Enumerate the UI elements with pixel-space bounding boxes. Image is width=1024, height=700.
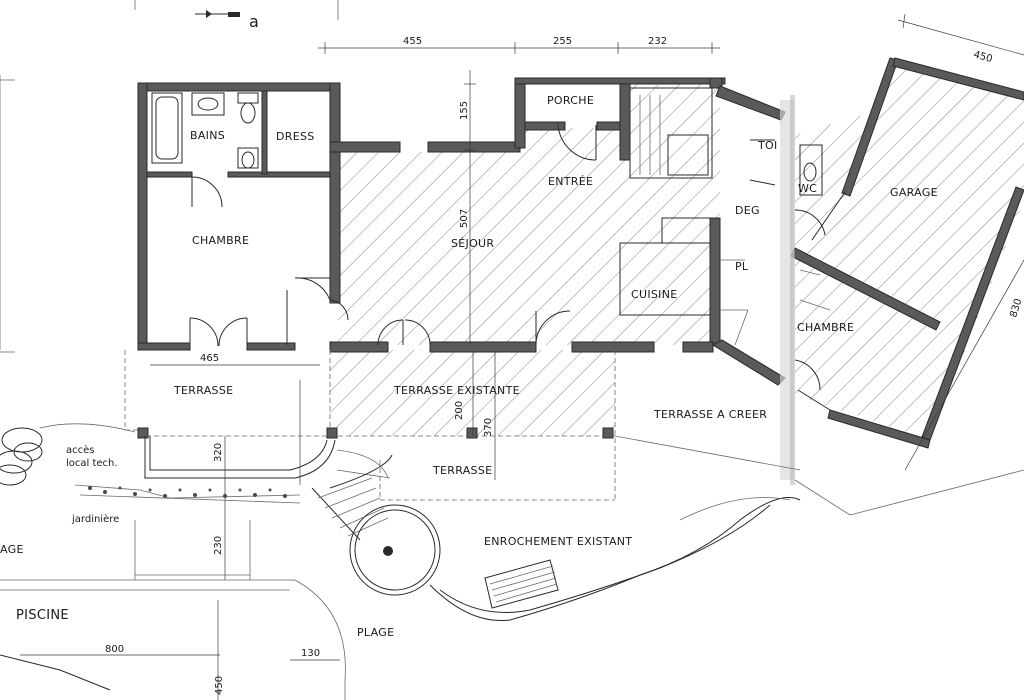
terrace-dimensions: 465 200 370 320 230 (150, 352, 496, 580)
label-terrasse-lower: TERRASSE (432, 464, 492, 477)
dim-450-pool: 450 (214, 676, 225, 695)
label-dress: DRESS (276, 130, 315, 143)
section-marker-label: a (249, 12, 259, 31)
shrubs (0, 423, 301, 504)
dim-320: 320 (213, 443, 224, 462)
label-plage-left: AGE (0, 543, 24, 556)
label-acces: accès (66, 444, 95, 456)
label-sejour: SÉJOUR (451, 237, 494, 250)
garage-block (790, 57, 1024, 449)
dim-507: 507 (459, 209, 470, 228)
label-plage: PLAGE (357, 626, 394, 639)
label-pl: PL (735, 260, 749, 273)
dim-450: 450 (972, 49, 993, 65)
label-deg: DEG (735, 204, 760, 217)
pool-area: 800 130 450 (0, 0, 346, 700)
garage-dimensions: 450 830 (794, 13, 1024, 516)
garage-chambre-hatch (795, 62, 1024, 440)
label-terrasse-existante: TERRASSE EXISTANTE (393, 384, 520, 397)
dim-230: 230 (213, 536, 224, 555)
label-jardiniere: jardinière (71, 513, 119, 525)
label-toi: TOI (757, 139, 778, 152)
dim-200: 200 (454, 401, 465, 420)
label-wc: WC (798, 182, 817, 195)
label-terrasse: TERRASSE (173, 384, 233, 397)
label-piscine: PISCINE (16, 608, 69, 623)
label-terrasse-a-creer: TERRASSE A CREER (653, 408, 767, 421)
dim-130: 130 (301, 648, 320, 659)
label-entree: ENTRÉE (548, 175, 593, 188)
paper-fold-shadow (790, 95, 795, 485)
top-dimension-line: 455 255 232 (318, 36, 720, 54)
dim-155: 155 (459, 101, 470, 120)
label-garage: GARAGE (890, 186, 938, 199)
label-local-tech: local tech. (66, 458, 118, 469)
label-enrochement: ENROCHEMENT EXISTANT (484, 535, 632, 548)
section-marker: a (195, 10, 259, 31)
terrasse-existante-hatch (330, 350, 615, 436)
terrace-outline (124, 350, 801, 541)
dim-370: 370 (483, 418, 494, 437)
dim-255: 255 (553, 36, 572, 47)
label-chambre: CHAMBRE (192, 234, 249, 247)
enrochement-outline (349, 497, 801, 622)
dim-830: 830 (1008, 297, 1024, 318)
label-bains: BAINS (190, 129, 225, 142)
planter-dots (88, 486, 287, 498)
label-chambre-annex: CHAMBRE (797, 321, 854, 334)
dim-465: 465 (200, 353, 219, 364)
dim-232: 232 (648, 36, 667, 47)
dim-455: 455 (403, 36, 422, 47)
living-walls (329, 77, 786, 386)
label-cuisine: CUISINE (631, 288, 677, 301)
stairs-block (484, 559, 559, 609)
bedroom-walls (137, 82, 349, 351)
sejour-dimension: 155 507 (459, 70, 476, 345)
dim-800: 800 (105, 644, 124, 655)
label-porche: PORCHE (547, 94, 594, 107)
